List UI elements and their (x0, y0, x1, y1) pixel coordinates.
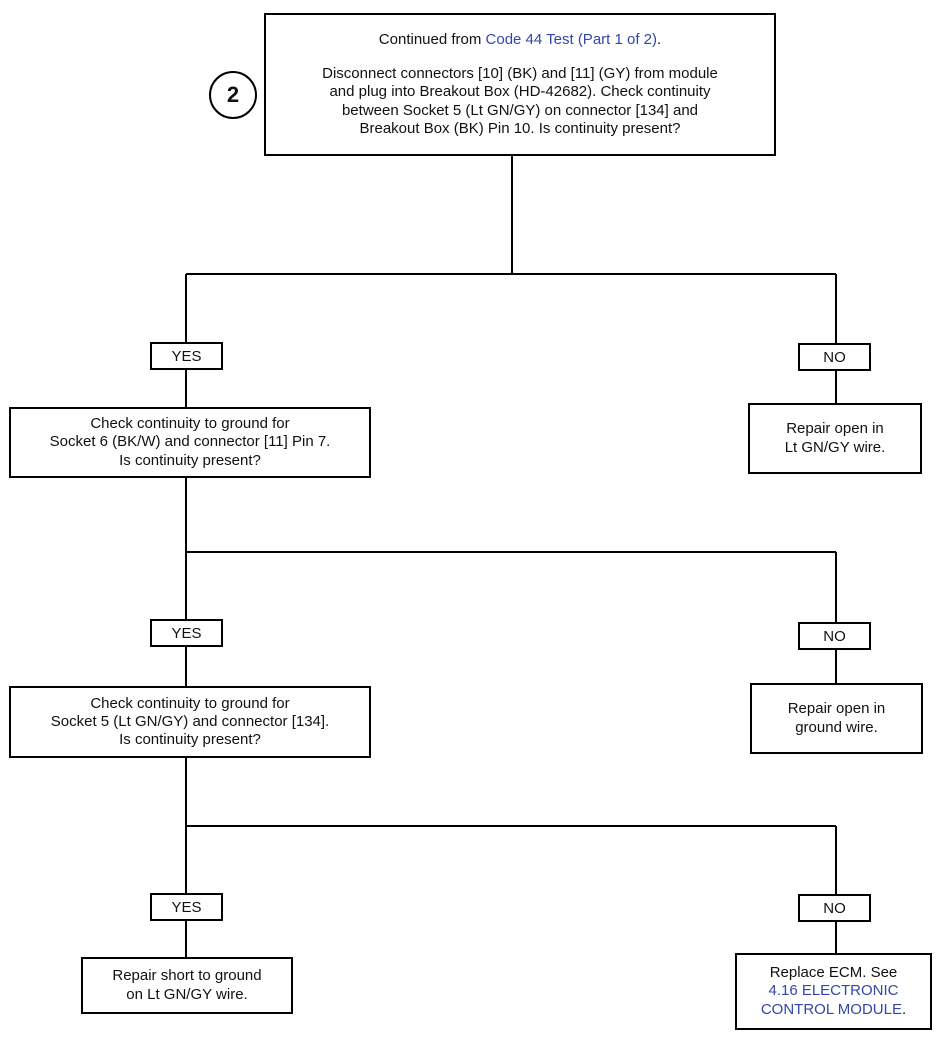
r1-line-2: Lt GN/GY wire. (784, 438, 886, 456)
q2-line-3: Is continuity present? (119, 451, 261, 469)
code-44-part1-link[interactable]: Code 44 Test (Part 1 of 2) (485, 30, 658, 48)
q2-line-2: Socket 6 (BK/W) and connector [11] Pin 7… (49, 433, 331, 451)
yes-label-1: YES (150, 342, 223, 370)
result-box-repair-open-ltgn: Repair open in Lt GN/GY wire. (748, 403, 922, 474)
continued-from-suffix: . (657, 30, 662, 48)
r3-line-1: Repair short to ground (112, 967, 262, 985)
ecm-link-suffix: . (901, 1000, 907, 1018)
continued-from-prefix: Continued from (378, 30, 486, 48)
start-body-line-4: Breakout Box (BK) Pin 10. Is continuity … (359, 119, 681, 137)
spacer (322, 49, 718, 65)
r4-text: Replace ECM. See (769, 964, 898, 982)
continued-from-line: Continued from Code 44 Test (Part 1 of 2… (322, 31, 718, 49)
r2-line-2: ground wire. (795, 718, 878, 736)
yes-label-2: YES (150, 619, 223, 647)
result-box-replace-ecm: Replace ECM. See 4.16 ELECTRONIC CONTROL… (735, 953, 932, 1030)
start-body-line-3: between Socket 5 (Lt GN/GY) on connector… (341, 101, 699, 119)
start-body-line-2: and plug into Breakout Box (HD-42682). C… (329, 83, 711, 101)
r2-line-1: Repair open in (787, 700, 886, 718)
ecm-link-line-1[interactable]: 4.16 ELECTRONIC (768, 982, 899, 1000)
q3-line-3: Is continuity present? (119, 731, 261, 749)
start-box: Continued from Code 44 Test (Part 1 of 2… (264, 13, 776, 156)
yes-label-3: YES (150, 893, 223, 921)
no-label-2: NO (798, 622, 871, 650)
ecm-link-line-2[interactable]: CONTROL MODULE (760, 1000, 902, 1018)
step-number-badge: 2 (209, 71, 257, 119)
no-label-1: NO (798, 343, 871, 371)
q3-line-1: Check continuity to ground for (90, 694, 290, 712)
question-box-3: Check continuity to ground for Socket 5 … (9, 686, 371, 758)
q2-line-1: Check continuity to ground for (90, 415, 290, 433)
r3-line-2: on Lt GN/GY wire. (126, 985, 248, 1003)
r1-line-1: Repair open in (786, 420, 884, 438)
question-box-2: Check continuity to ground for Socket 6 … (9, 407, 371, 478)
result-box-repair-short: Repair short to ground on Lt GN/GY wire. (81, 957, 293, 1014)
ecm-link-line-2-wrap: CONTROL MODULE. (761, 1001, 906, 1019)
result-box-repair-open-ground: Repair open in ground wire. (750, 683, 923, 754)
q3-line-2: Socket 5 (Lt GN/GY) and connector [134]. (50, 712, 330, 730)
no-label-3: NO (798, 894, 871, 922)
start-body-line-1: Disconnect connectors [10] (BK) and [11]… (322, 65, 718, 83)
